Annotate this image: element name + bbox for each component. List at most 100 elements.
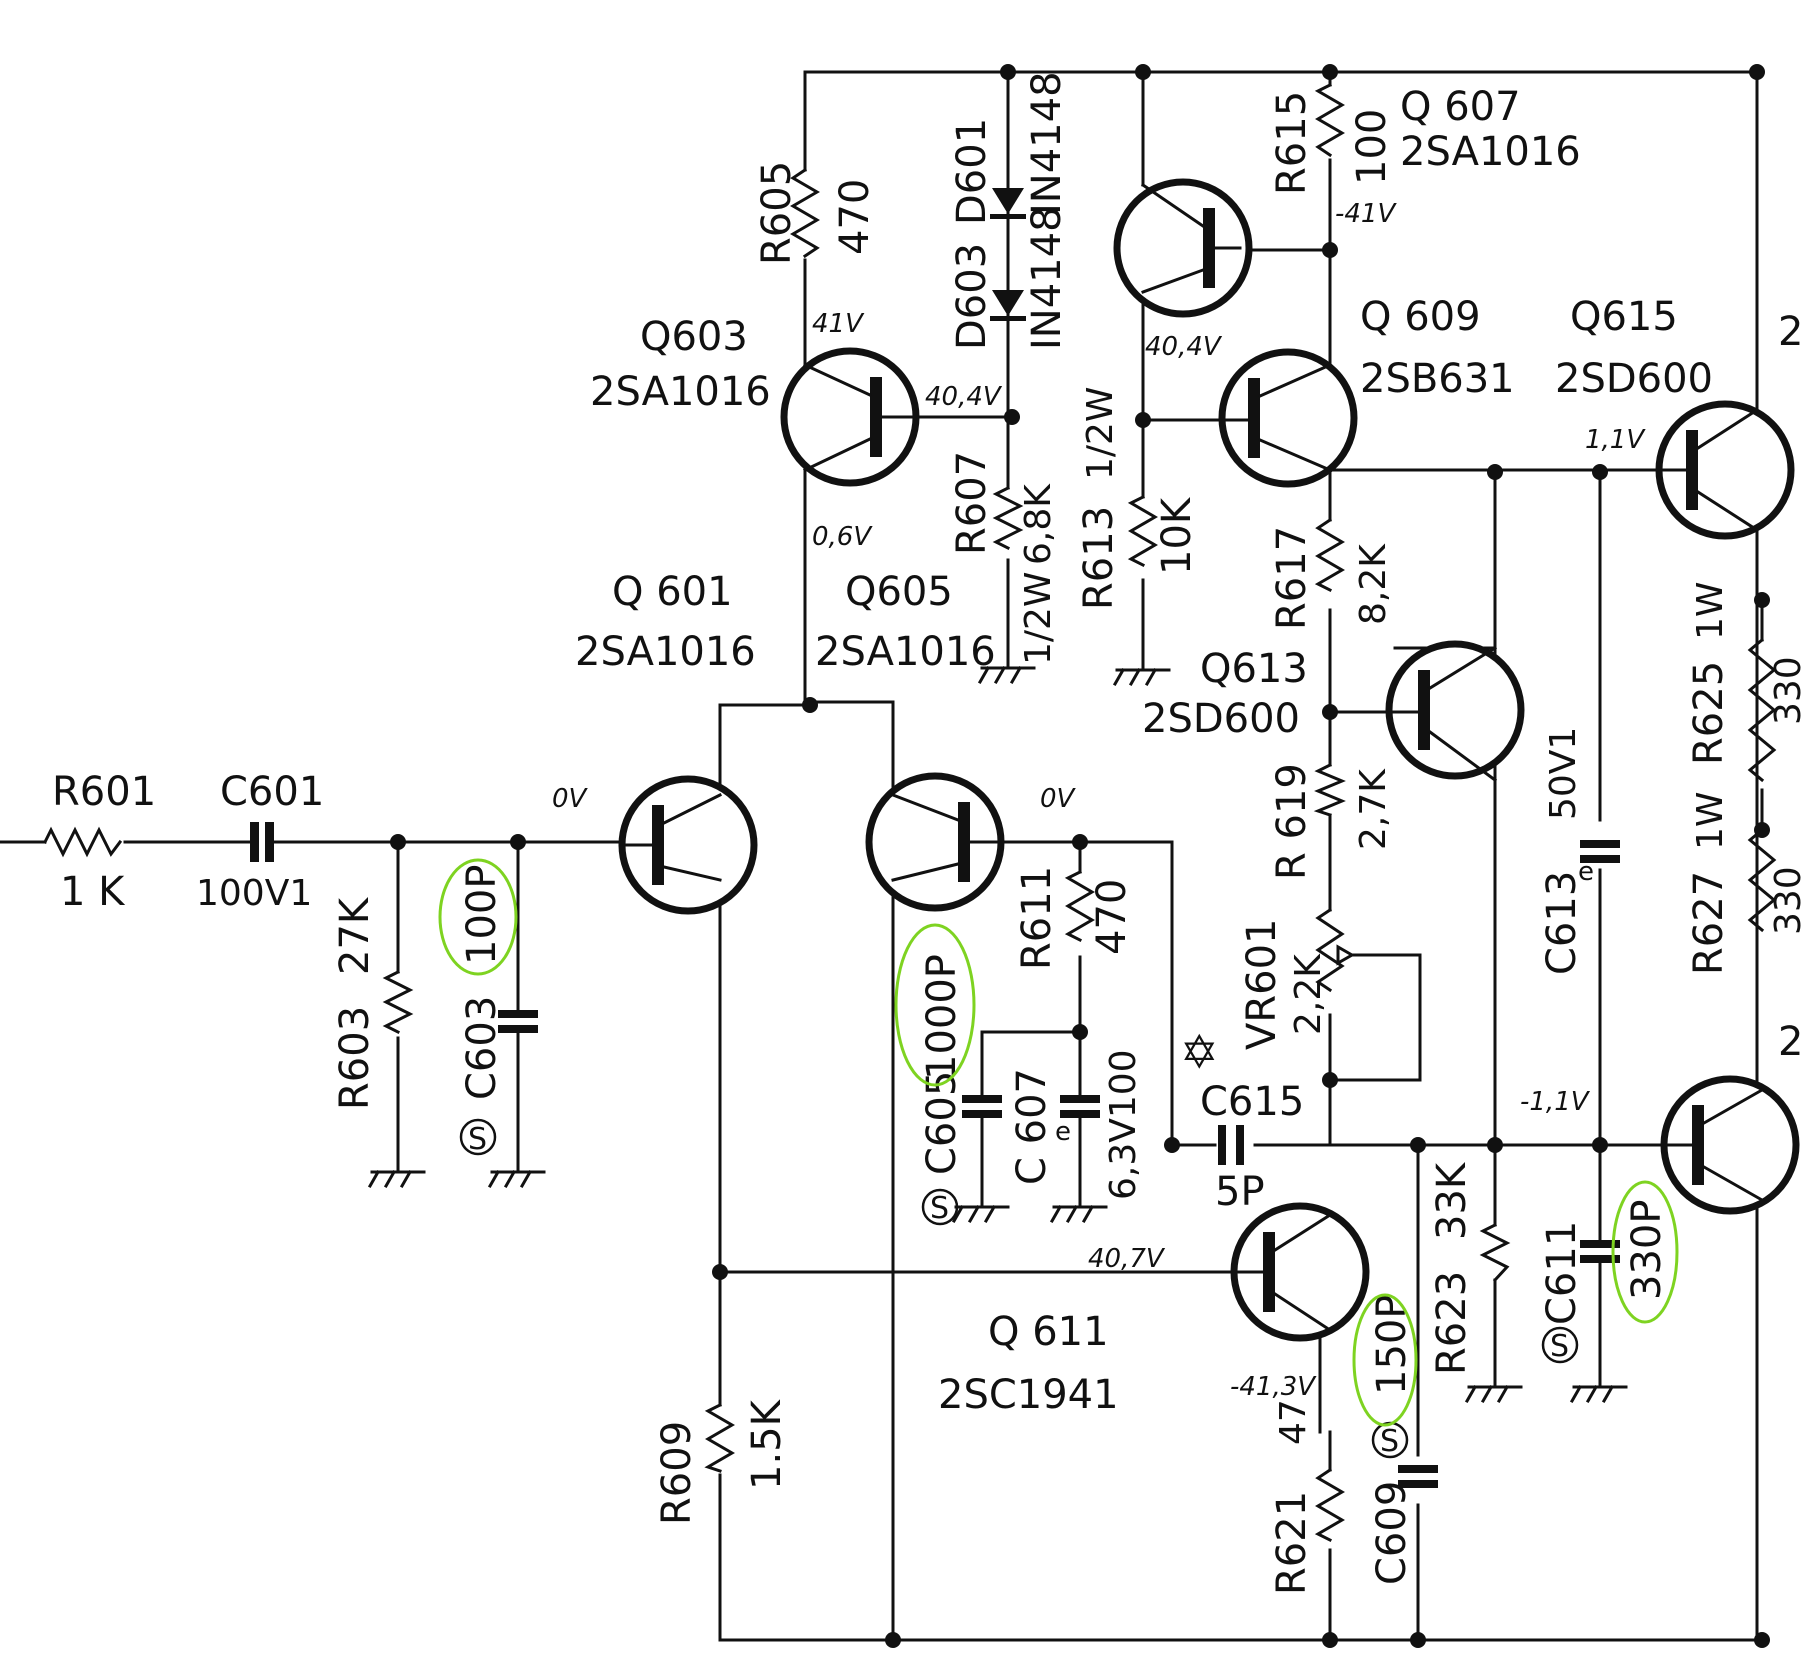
c603-s-mark [459,1118,497,1156]
r609-label: R609 [654,1421,700,1525]
c611-value: 330P [1624,1200,1670,1300]
q615-label: Q615 [1570,294,1678,340]
resistor-zigzags [42,82,1777,1543]
q611-label: Q 611 [988,1309,1109,1355]
transistor-q601 [618,775,758,915]
highlight-annotations [438,858,1679,1427]
transistor-q613 [1363,640,1525,1147]
c615-value: 5P [1215,1169,1265,1215]
edge-label-bottom: 2 [1778,1019,1803,1065]
vr601-label: VR601 [1239,918,1285,1050]
voltage-q603-emitter: 41V [812,309,865,339]
q613-part: 2SD600 [1142,696,1300,742]
r613-rating: 1/2W [1080,386,1121,480]
q613-label: Q613 [1200,646,1308,692]
r619-value: 2,7K [1353,768,1394,850]
r613-value: 10K [1154,496,1200,575]
r615-label: R615 [1269,91,1315,195]
c607-label: C 607 [1009,1068,1055,1185]
c611-s-mark [1541,1326,1579,1364]
r617-value: 8,2K [1353,543,1394,625]
diode-symbols [990,188,1026,321]
c611-label: C611 [1539,1221,1585,1325]
r603-value: 27K [332,896,378,975]
voltage-q603-base: 40,4V [925,382,1003,412]
c603-value: 100P [459,865,505,965]
voltage-q609-base: 40,4V [1145,332,1223,362]
r625-label: R625 [1686,661,1732,765]
voltage-lower-base: -1,1V [1520,1087,1591,1117]
q601-label: Q 601 [612,569,733,615]
q607-label: Q 607 [1400,84,1521,130]
r615-value: 100 [1349,109,1395,185]
transistor-q615 [1598,400,1795,540]
r625-rating: 1W [1690,582,1731,641]
voltage-q611-emitter: -41,3V [1230,1372,1317,1402]
c603-mark: S [468,1122,487,1157]
transistor-q603 [780,347,920,487]
d603-part: IN4148 [1024,206,1070,350]
c613-mark: e [1578,857,1594,887]
voltage-q603-collector: 0,6V [812,522,873,552]
q615-part: 2SD600 [1555,356,1713,402]
c601-label: C601 [220,769,324,815]
d601-part: IN4148 [1024,71,1070,215]
r621-value: 47 [1273,1399,1314,1445]
r611-value: 470 [1089,879,1135,955]
c609-mark: S [1380,1424,1399,1459]
edge-label-top: 2 [1778,309,1803,355]
c611-mark: S [1550,1329,1569,1364]
r611-label: R611 [1014,866,1060,970]
c605-s-mark [921,1188,959,1226]
c605-label: C605 [919,1071,965,1175]
transistor-lower-output [1648,1075,1800,1215]
c603-label: C603 [459,996,505,1100]
r607-rating: 1/2W [1018,571,1059,665]
c613-value: 50V1 [1543,727,1584,820]
voltage-q605-base: 0V [1040,784,1077,814]
highlight-c603 [438,858,518,976]
r605-label: R605 [754,161,800,265]
q601-part: 2SA1016 [575,629,756,675]
transistor-q609 [1178,348,1358,488]
highlight-c611 [1611,1180,1679,1324]
q611-part: 2SC1941 [938,1372,1119,1418]
r625-value: 330 [1768,656,1806,725]
r603-label: R603 [332,1006,378,1110]
q605-label: Q605 [845,569,953,615]
highlight-c605 [894,923,976,1087]
c613-label: C613 [1539,871,1585,975]
r619-label: R 619 [1269,763,1315,880]
c605-mark: S [930,1191,949,1226]
r601-value: 1 K [60,869,126,915]
q609-label: Q 609 [1360,294,1481,340]
wiring [0,70,1764,1642]
highlight-c609 [1352,1293,1418,1427]
voltage-q601-base: 0V [552,784,589,814]
q605-part: 2SA1016 [815,629,996,675]
q603-part: 2SA1016 [590,369,771,415]
voltage-q611-collector: 40,7V [1088,1244,1166,1274]
c605-value: 1000P [919,954,965,1080]
r623-value: 33K [1429,1161,1475,1240]
q609-part: 2SB631 [1360,356,1515,402]
c615-label: C615 [1200,1079,1304,1125]
ground-symbols [367,665,1628,1404]
r601-label: R601 [52,769,156,815]
capacitor-plates [223,822,1620,1488]
c609-value: 150P [1369,1295,1415,1395]
d601-label: D601 [949,118,995,225]
r613-label: R613 [1076,506,1122,610]
voltage-q607-base: -41V [1335,199,1397,229]
r623-label: R623 [1429,1271,1475,1375]
c607-mark: e [1055,1117,1071,1147]
r627-value: 330 [1768,866,1806,935]
r609-value: 1.5K [744,1398,790,1490]
voltage-q615-base: 1,1V [1585,425,1646,455]
q607-part: 2SA1016 [1400,129,1581,175]
adjust-star-icon: ✡ [1180,1025,1219,1079]
r621-label: R621 [1269,1491,1315,1595]
r605-value: 470 [832,179,878,255]
r627-label: R627 [1686,871,1732,975]
